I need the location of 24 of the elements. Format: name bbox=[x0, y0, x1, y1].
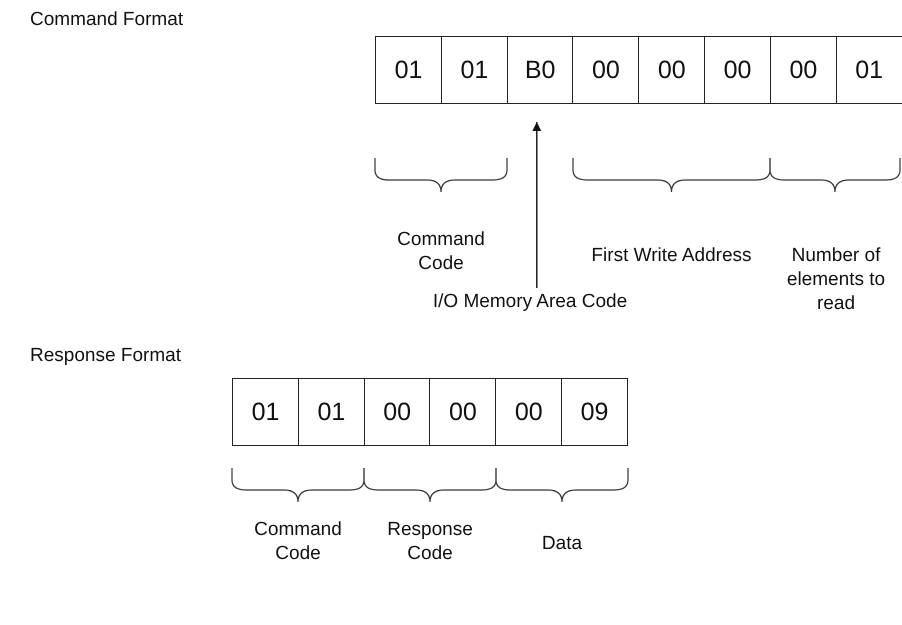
byte-cell: 01 bbox=[232, 378, 300, 446]
byte-cell: 01 bbox=[375, 36, 442, 104]
byte-cell: 00 bbox=[495, 378, 562, 446]
arrow bbox=[532, 122, 542, 288]
field-label: Number of elements to read bbox=[786, 244, 886, 316]
byte-cell: 00 bbox=[704, 36, 772, 104]
byte-cell: 01 bbox=[298, 378, 365, 446]
field-label: Data bbox=[540, 532, 584, 556]
field-label: Response Code bbox=[386, 518, 474, 566]
field-label: I/O Memory Area Code bbox=[410, 290, 650, 314]
byte-cell: 00 bbox=[572, 36, 640, 104]
byte-cell: 00 bbox=[638, 36, 706, 104]
byte-cell: 01 bbox=[836, 36, 902, 104]
section-heading: Response Format bbox=[30, 344, 182, 368]
field-label: Command Code bbox=[396, 228, 486, 276]
byte-cell: 00 bbox=[364, 378, 431, 446]
byte-cell: 00 bbox=[770, 36, 837, 104]
field-label: First Write Address bbox=[590, 244, 753, 268]
byte-cell: B0 bbox=[506, 36, 574, 104]
byte-cell: 09 bbox=[561, 378, 628, 446]
byte-cell: 00 bbox=[429, 378, 496, 446]
byte-cell: 01 bbox=[440, 36, 508, 104]
field-label: Command Code bbox=[253, 518, 343, 566]
section-heading: Command Format bbox=[30, 8, 184, 32]
